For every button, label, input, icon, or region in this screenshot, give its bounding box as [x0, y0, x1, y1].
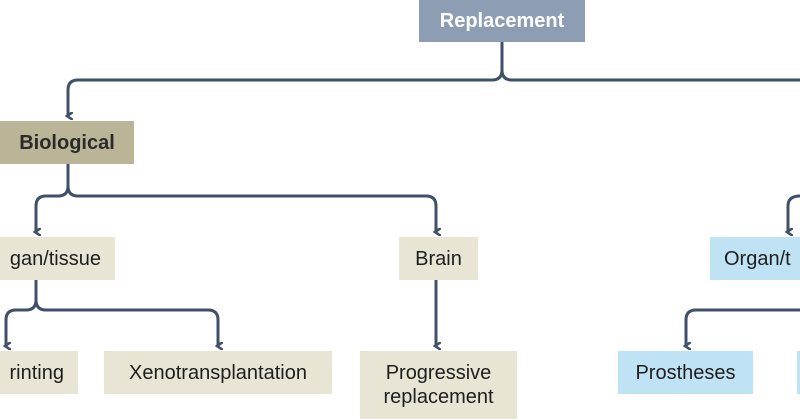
- printing-label: rinting: [9, 361, 64, 384]
- connector-organ-to-printing: [6, 299, 38, 346]
- connector-to-mechanical-organ: [788, 194, 800, 232]
- connector-biological-stem: [66, 164, 436, 232]
- mechanical-organ-tissue-label: Organ/t: [724, 247, 791, 270]
- mechanical-organ-tissue-node: Organ/t: [710, 237, 800, 280]
- connector-root-stem: [500, 42, 800, 82]
- biological-node: Biological: [0, 121, 134, 164]
- brain-label: Brain: [415, 247, 462, 270]
- mechanical-edge-node: [797, 351, 800, 394]
- prostheses-node: Prostheses: [618, 351, 753, 394]
- replacement-label: Replacement: [439, 10, 565, 32]
- organ-tissue-node: gan/tissue: [0, 237, 115, 280]
- prostheses-label: Prostheses: [635, 361, 736, 384]
- progressive-replacement-line1: Progressive: [385, 362, 492, 384]
- biological-label: Biological: [19, 131, 115, 154]
- progressive-replacement-line2: replacement: [383, 386, 494, 408]
- connector-root-to-biological: [68, 69, 504, 116]
- progressive-replacement-node: Progressive replacement: [360, 351, 517, 419]
- replacement-node: Replacement: [419, 0, 585, 42]
- printing-node: rinting: [0, 351, 78, 394]
- xenotransplantation-node: Xenotransplantation: [104, 351, 332, 394]
- brain-node: Brain: [399, 237, 478, 280]
- xenotransplantation-label: Xenotransplantation: [129, 361, 307, 384]
- organ-tissue-label: gan/tissue: [9, 247, 101, 270]
- connector-biological-to-organ: [36, 185, 70, 232]
- connector-mechanical-organ-to-prostheses: [686, 308, 800, 346]
- connector-organ-stem: [34, 280, 218, 346]
